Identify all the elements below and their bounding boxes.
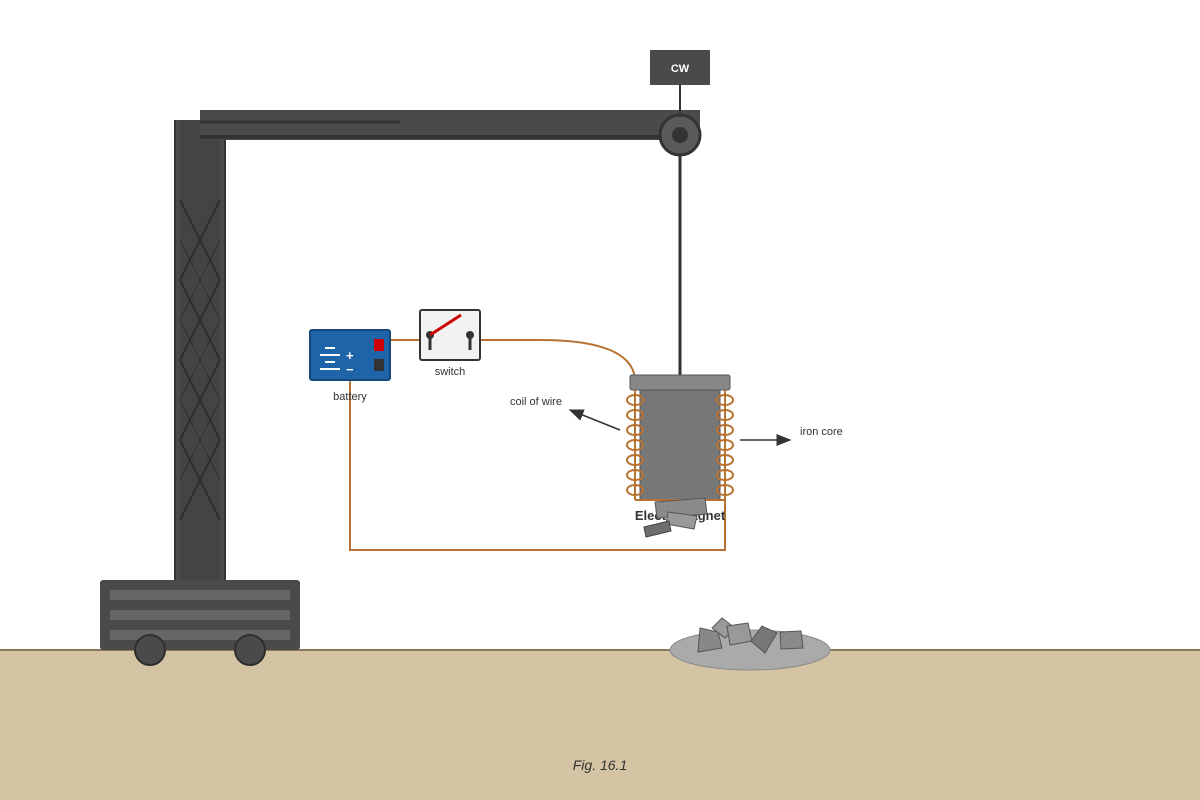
crane-tower xyxy=(174,120,226,590)
battery-terminal-negative xyxy=(374,359,384,371)
wheel-right xyxy=(234,634,266,666)
switch-label: switch xyxy=(435,366,466,378)
wire-coil xyxy=(626,390,734,501)
figure-caption: Fig. 16.1 xyxy=(573,757,627,773)
crane-base xyxy=(100,580,300,666)
coil-arrow xyxy=(568,409,621,431)
counterweight-label: CW xyxy=(671,63,690,75)
switch-lever xyxy=(429,313,462,337)
tower-lattice xyxy=(178,199,222,521)
battery-terminal-positive xyxy=(374,339,384,351)
iron-core-label: iron core xyxy=(800,426,843,438)
electromagnet xyxy=(626,374,734,501)
scrap-heap xyxy=(669,617,831,671)
counterweight: CW xyxy=(650,50,710,115)
ground xyxy=(0,650,1200,800)
battery: + − xyxy=(309,329,391,381)
iron-core xyxy=(639,389,721,501)
coil-of-wire-label: coil of wire xyxy=(510,396,562,408)
pulley xyxy=(658,113,702,157)
wheel-left xyxy=(134,634,166,666)
battery-plus-sign: + xyxy=(346,348,354,363)
switch xyxy=(419,309,481,361)
electromagnet-cap xyxy=(629,374,731,391)
crane-jib xyxy=(200,110,700,140)
tower-lattice-alt xyxy=(178,199,222,521)
battery-minus-sign: − xyxy=(346,362,354,377)
attached-scrap xyxy=(643,497,708,538)
battery-label: battery xyxy=(333,391,367,403)
